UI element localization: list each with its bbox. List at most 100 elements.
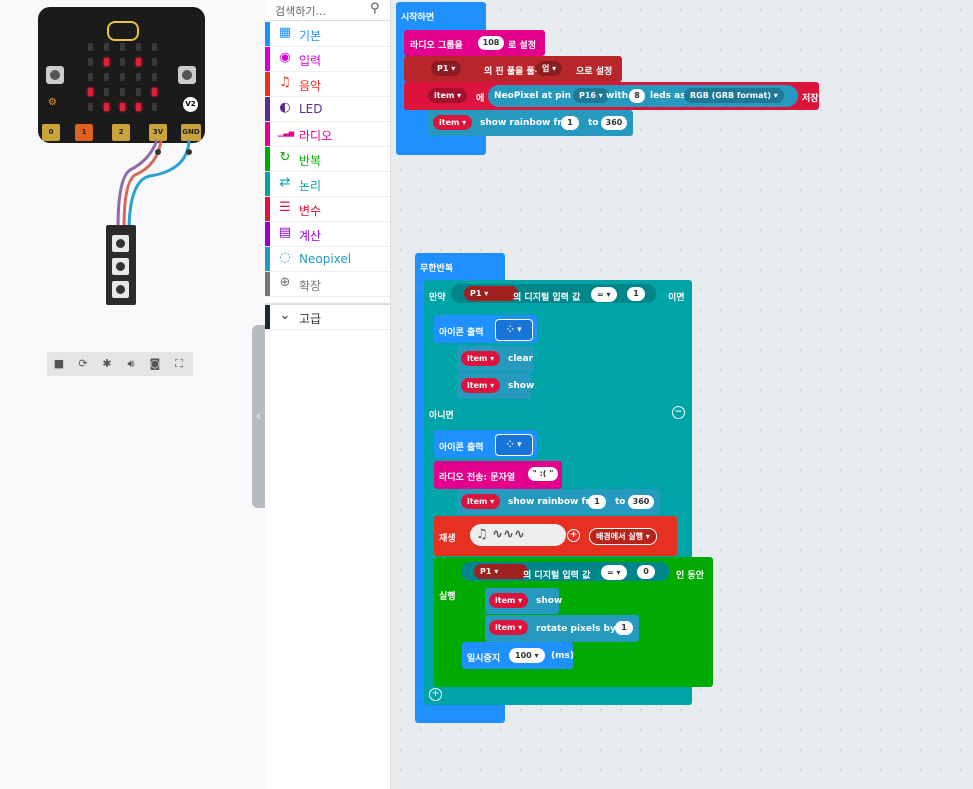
variable-dropdown[interactable]: item ▾ — [461, 494, 501, 509]
radio-group-input[interactable]: 108 — [478, 36, 504, 50]
compare-value-input[interactable]: 1 — [627, 287, 645, 301]
category-2[interactable]: ♫음악 — [265, 72, 390, 97]
radio-send-string-block[interactable]: 라디오 전송: 문자열 " :( " — [434, 461, 562, 489]
variable-dropdown[interactable]: item ▾ — [461, 351, 501, 366]
shuffle-icon: ⇄ — [279, 175, 291, 190]
sound-icon[interactable]: 🔊︎ — [127, 357, 135, 370]
compare-value-input[interactable]: 0 — [637, 565, 655, 579]
variable-dropdown[interactable]: item ▾ — [489, 620, 529, 635]
block-label: show rainbow from — [480, 118, 578, 128]
touch-logo[interactable] — [107, 21, 139, 41]
pause-block[interactable]: 일시중지 100 ▾ (ms) — [462, 642, 574, 669]
play-mode-dropdown[interactable]: 배경에서 실행 ▾ — [589, 528, 657, 545]
rainbow-to-input[interactable]: 360 — [601, 116, 627, 130]
category-color-bar — [265, 147, 270, 171]
variable-dropdown[interactable]: item ▾ — [428, 88, 468, 103]
rainbow-to-input[interactable]: 360 — [628, 495, 654, 509]
block-label: show — [508, 381, 535, 391]
block-label: 재생 — [439, 534, 456, 544]
category-5[interactable]: ↻반복 — [265, 147, 390, 172]
strip-show-block[interactable]: item ▾ show — [485, 588, 562, 614]
led-pixel — [120, 58, 125, 66]
search-input[interactable]: 검색하기... — [275, 5, 326, 18]
led-count-input[interactable]: 8 — [629, 89, 645, 103]
operator-dropdown[interactable]: = ▾ — [601, 565, 627, 580]
set-pull-block[interactable]: P1 ▾ 의 핀 풀을 풀- 업 ▾ 으로 설정 — [404, 56, 622, 82]
icon-picker[interactable]: ⁘ ▾ — [495, 434, 533, 456]
category-8[interactable]: ▤계산 — [265, 222, 390, 247]
compare-block[interactable]: P1 ▾ 의 디지털 입력 값 = ▾ 0 — [461, 562, 669, 581]
add-melody-icon[interactable]: + — [567, 529, 580, 542]
melody-editor[interactable]: ♫ ∿∿∿ — [470, 524, 566, 546]
led-pixel — [104, 43, 109, 51]
radio-string-input[interactable]: " :( " — [528, 467, 558, 481]
remove-else-icon[interactable]: − — [672, 406, 685, 419]
category-9[interactable]: ◌Neopixel — [265, 247, 390, 272]
add-branch-icon[interactable]: + — [429, 688, 442, 701]
rotate-pixels-block[interactable]: item ▾ rotate pixels by 1 — [485, 615, 639, 642]
operator-dropdown[interactable]: = ▾ — [591, 287, 617, 302]
set-strip-block[interactable]: item ▾ 에 NeoPixel at pin P16 ▾ with 8 le… — [404, 82, 819, 110]
then-label: 이면 — [668, 293, 685, 303]
search-bar[interactable]: 검색하기... ⚲ — [265, 0, 390, 21]
category-label: 계산 — [299, 229, 322, 243]
button-a[interactable] — [46, 66, 64, 84]
rainbow-from-input[interactable]: 1 — [561, 116, 579, 130]
compare-block[interactable]: P1 ▾ 의 디지털 입력 값 = ▾ 1 — [451, 284, 656, 303]
strip-clear-block[interactable]: item ▾ clear — [457, 346, 534, 372]
rotate-amount-input[interactable]: 1 — [615, 621, 633, 635]
category-4[interactable]: ▁▃▅라디오 — [265, 122, 390, 147]
pin-value: P1 — [470, 289, 482, 298]
led-pixel — [136, 103, 141, 111]
stop-icon[interactable]: ■ — [53, 357, 65, 370]
neopixel-create-block[interactable]: NeoPixel at pin P16 ▾ with 8 leds as RGB… — [488, 85, 798, 107]
radio-group-block[interactable]: 라디오 그룹을 108 로 설정 — [404, 30, 545, 56]
pin-dropdown[interactable]: P1 ▾ — [431, 61, 462, 76]
category-advanced[interactable]: ⌄ 고급 — [265, 303, 390, 330]
category-1[interactable]: ◉입력 — [265, 47, 390, 72]
pull-mode-dropdown[interactable]: 업 ▾ — [536, 61, 563, 76]
screenshot-icon[interactable]: ◙ — [149, 357, 161, 370]
show-rainbow-block[interactable]: item ▾ show rainbow from 1 to 360 — [457, 489, 660, 515]
category-color-bar — [265, 272, 270, 296]
show-icon-block[interactable]: 아이콘 출력 ⁘ ▾ — [434, 430, 537, 458]
digital-read-block[interactable]: P1 ▾ — [474, 564, 529, 579]
pause-duration-dropdown[interactable]: 100 ▾ — [509, 648, 545, 663]
play-melody-block[interactable]: 재생 ♫ ∿∿∿ + 배경에서 실행 ▾ — [434, 516, 677, 556]
microbit-board[interactable]: V2 ⚙ 0 1 2 3V GND — [38, 7, 205, 143]
restart-icon[interactable]: ⟳ — [78, 357, 88, 370]
category-6[interactable]: ⇄논리 — [265, 172, 390, 197]
variable-name: item — [439, 118, 460, 127]
strip-show-block[interactable]: item ▾ show — [457, 373, 535, 399]
rainbow-from-input[interactable]: 1 — [588, 495, 606, 509]
fullscreen-icon[interactable]: ⛶ — [175, 357, 183, 370]
format-dropdown[interactable]: RGB (GRB format) ▾ — [684, 88, 784, 103]
pin-1[interactable]: 1 — [75, 124, 93, 141]
button-b[interactable] — [178, 66, 196, 84]
show-icon-block[interactable]: 아이콘 출력 ⁘ ▾ — [434, 315, 537, 343]
block-label: with — [606, 91, 629, 101]
show-rainbow-block[interactable]: item ▾ show rainbow from 1 to 360 — [427, 110, 633, 136]
search-icon[interactable]: ⚲ — [370, 1, 380, 16]
debug-icon[interactable]: ✱ — [102, 357, 112, 370]
digital-read-block[interactable]: P1 ▾ — [464, 286, 519, 301]
variable-dropdown[interactable]: item ▾ — [461, 378, 501, 393]
variable-dropdown[interactable]: item ▾ — [433, 115, 473, 130]
icon-picker[interactable]: ⁘ ▾ — [495, 319, 533, 341]
pin-3v[interactable]: 3V — [149, 124, 167, 141]
pin-gnd[interactable]: GND — [181, 124, 201, 141]
category-3[interactable]: ◐LED — [265, 97, 390, 122]
variable-dropdown[interactable]: item ▾ — [489, 593, 529, 608]
pin-dropdown[interactable]: P16 ▾ — [573, 88, 609, 103]
led-pixel — [88, 88, 93, 96]
blocks-workspace[interactable]: 시작하면 라디오 그룹을 108 로 설정 P1 ▾ 의 핀 풀을 풀- 업 ▾… — [391, 0, 973, 789]
pin-0[interactable]: 0 — [42, 124, 60, 141]
category-7[interactable]: ☰변수 — [265, 197, 390, 222]
signal-icon: ▁▃▅ — [278, 129, 295, 137]
category-10[interactable]: ⊕확장 — [265, 272, 390, 297]
variable-name: item — [495, 596, 516, 605]
category-0[interactable]: ▦기본 — [265, 22, 390, 47]
collapse-simulator-button[interactable]: ‹ — [252, 325, 265, 508]
pin-2[interactable]: 2 — [112, 124, 130, 141]
block-label: 라디오 그룹을 — [410, 41, 463, 51]
